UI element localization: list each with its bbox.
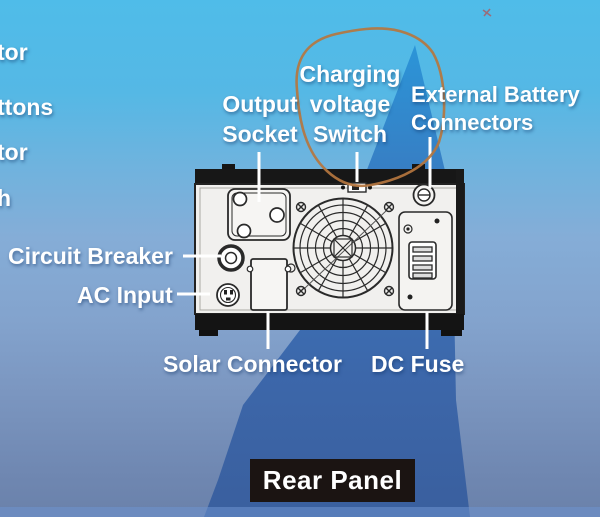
ac-input-label: AC Input — [77, 282, 173, 308]
external-battery-connectors-label: External Battery Connectors — [411, 81, 580, 137]
circuit-breaker-drawing — [217, 244, 245, 272]
left-label-fragment-connector: tor — [0, 139, 28, 165]
left-label-fragment-switch: h — [0, 185, 12, 211]
rear-panel-badge: Rear Panel — [250, 459, 415, 502]
solar-connector-label: Solar Connector — [163, 351, 342, 377]
output-socket-drawing — [227, 188, 291, 241]
charging-voltage-switch-label: Charging voltage Switch — [298, 59, 402, 149]
dc-fuse-drawing — [398, 211, 453, 311]
external-battery-connector-drawing — [412, 183, 436, 207]
solar-connector-drawing — [246, 258, 292, 311]
red-scribble-mark — [482, 8, 492, 17]
fan-spokes — [294, 199, 392, 297]
output-socket-label: Output Socket — [210, 89, 310, 149]
external-battery-label-line2: Connectors — [411, 110, 534, 135]
charging-switch-label-line3: Switch — [312, 121, 388, 147]
bottom-strip — [0, 507, 600, 517]
circuit-breaker-label: Circuit Breaker — [8, 243, 173, 269]
left-label-fragment-buttons: ttons — [0, 94, 54, 120]
charging-switch-label-line2: voltage — [309, 91, 391, 117]
output-socket-label-line2: Socket — [222, 121, 298, 147]
left-label-fragment-indicator: tor — [0, 39, 28, 65]
charging-switch-annotation-circle — [295, 27, 446, 188]
ac-input-drawing — [216, 283, 240, 307]
leader-lines — [177, 137, 432, 349]
rear-panel-drawing — [194, 164, 465, 336]
charging-switch-label-line1: Charging — [299, 61, 401, 87]
output-socket-label-line1: Output — [222, 91, 298, 117]
fan-grill-drawing — [286, 197, 395, 299]
dc-fuse-label: DC Fuse — [371, 351, 465, 377]
fan-corner-screws — [295, 201, 395, 297]
external-battery-label-line1: External Battery — [411, 82, 580, 107]
